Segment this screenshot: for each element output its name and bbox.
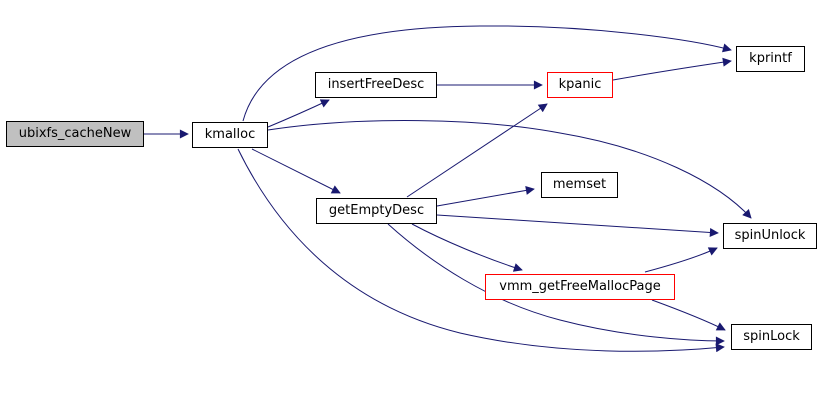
edge-getEmptyDesc-to-memset <box>436 185 535 207</box>
node-kmalloc[interactable]: kmalloc <box>192 122 268 148</box>
edge-getEmptyDesc-to-kpanic <box>406 103 548 198</box>
node-vmm-getfreemallocpage[interactable]: vmm_getFreeMallocPage <box>485 274 675 300</box>
node-kpanic[interactable]: kpanic <box>547 72 613 98</box>
edge-kmalloc-to-getEmptyDesc <box>251 148 341 194</box>
node-kprintf[interactable]: kprintf <box>736 46 805 72</box>
edge-vmm_getFreeMallocPage-to-spinUnlock <box>644 247 718 273</box>
node-spinlock[interactable]: spinLock <box>731 324 812 350</box>
edge-kmalloc-to-spinUnlock <box>267 120 752 219</box>
node-ubixfs-cachenew: ubixfs_cacheNew <box>6 121 144 147</box>
edge-kmalloc-to-insertFreeDesc <box>267 99 330 128</box>
edge-getEmptyDesc-to-spinUnlock <box>436 214 719 237</box>
node-getemptydesc[interactable]: getEmptyDesc <box>316 198 437 224</box>
node-spinunlock[interactable]: spinUnlock <box>723 223 817 249</box>
edge-kmalloc-to-kprintf <box>242 25 732 122</box>
edge-kmalloc-to-spinLock <box>237 148 725 353</box>
edge-getEmptyDesc-to-vmm_getFreeMallocPage <box>411 223 523 272</box>
node-insertfreedesc[interactable]: insertFreeDesc <box>315 72 437 98</box>
node-memset[interactable]: memset <box>541 172 618 198</box>
edge-vmm_getFreeMallocPage-to-spinLock <box>651 299 726 331</box>
edge-kpanic-to-kprintf <box>612 57 732 81</box>
edge-getEmptyDesc-to-spinLock <box>387 223 725 346</box>
